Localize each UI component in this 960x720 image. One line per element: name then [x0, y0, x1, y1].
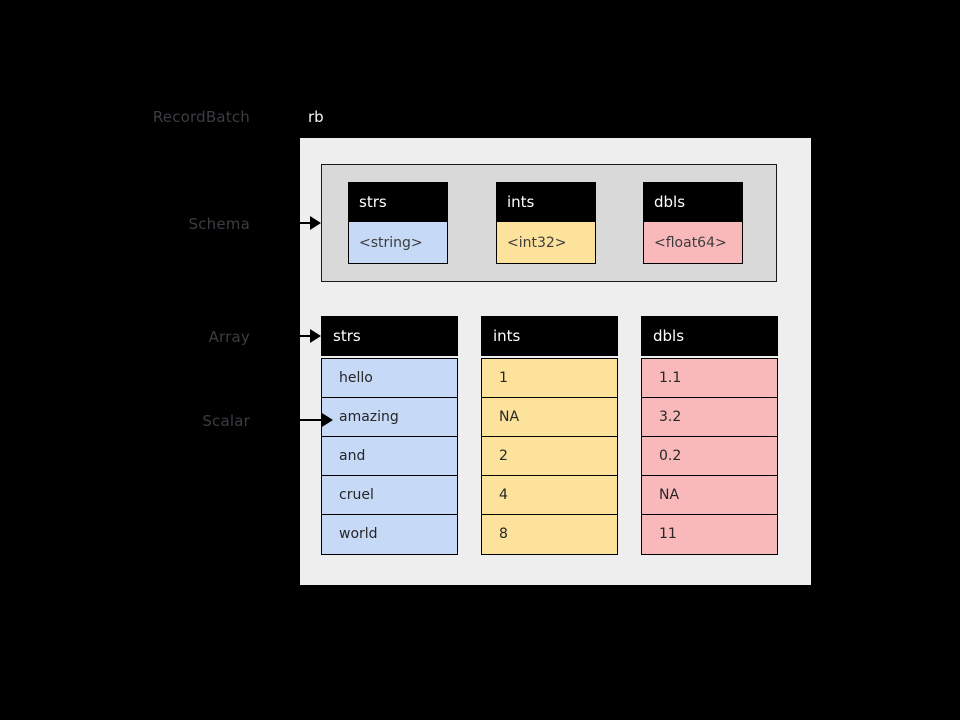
schema-field-dbls: dbls <float64>	[643, 182, 743, 264]
schema-field-name: strs	[349, 183, 447, 221]
recordbatch-variable-name: rb	[308, 108, 324, 126]
array-cell: NA	[482, 398, 617, 437]
schema-field-strs: strs <string>	[348, 182, 448, 264]
arrow-head	[310, 329, 321, 343]
array-cell: NA	[642, 476, 777, 515]
arrow-shaft	[272, 335, 312, 337]
array-cell: world	[339, 526, 378, 542]
schema-field-type: <int32>	[497, 221, 595, 263]
arrow-head	[310, 216, 321, 230]
array-cell: hello	[322, 359, 457, 398]
array-column-header: ints	[481, 316, 618, 356]
array-cell: and	[322, 437, 457, 476]
arrow-head	[322, 413, 333, 427]
class-label-schema: Schema	[188, 215, 250, 233]
schema-field-ints: ints <int32>	[496, 182, 596, 264]
array-cell: 3.2	[642, 398, 777, 437]
schema-arrow-icon	[270, 216, 324, 230]
array-cell: amazing	[322, 398, 457, 437]
class-label-recordbatch: RecordBatch	[152, 108, 250, 126]
array-cell: 2	[482, 437, 617, 476]
recordbatch-container: strs <string> ints <int32> dbls <float64…	[300, 138, 811, 585]
array-cell: 4	[482, 476, 617, 515]
array-column-ints: ints 1 NA 2 4 8	[481, 316, 618, 555]
array-column-header: dbls	[641, 316, 778, 356]
schema-panel: strs <string> ints <int32> dbls <float64…	[321, 164, 777, 282]
scalar-arrow-icon	[282, 413, 336, 427]
array-cell: 1.1	[642, 359, 777, 398]
arrow-shaft	[270, 222, 312, 224]
array-cell: 0.2	[642, 437, 777, 476]
array-column-body: 1.1 3.2 0.2 NA 11	[641, 358, 778, 555]
schema-field-type: <float64>	[644, 221, 742, 263]
array-cell: 8	[499, 526, 508, 542]
array-cell: 11	[659, 526, 677, 542]
schema-field-name: dbls	[644, 183, 742, 221]
array-column-dbls: dbls 1.1 3.2 0.2 NA 11	[641, 316, 778, 555]
array-column-strs: strs hello amazing and cruel world	[321, 316, 458, 555]
class-label-array: Array	[208, 328, 250, 346]
array-cell: 1	[482, 359, 617, 398]
array-arrow-icon	[272, 329, 324, 343]
arrow-shaft	[282, 419, 324, 421]
array-column-body: hello amazing and cruel world	[321, 358, 458, 555]
array-column-body: 1 NA 2 4 8	[481, 358, 618, 555]
class-label-scalar: Scalar	[202, 412, 250, 430]
array-cell: cruel	[322, 476, 457, 515]
schema-field-type: <string>	[349, 221, 447, 263]
schema-field-name: ints	[497, 183, 595, 221]
array-column-header: strs	[321, 316, 458, 356]
